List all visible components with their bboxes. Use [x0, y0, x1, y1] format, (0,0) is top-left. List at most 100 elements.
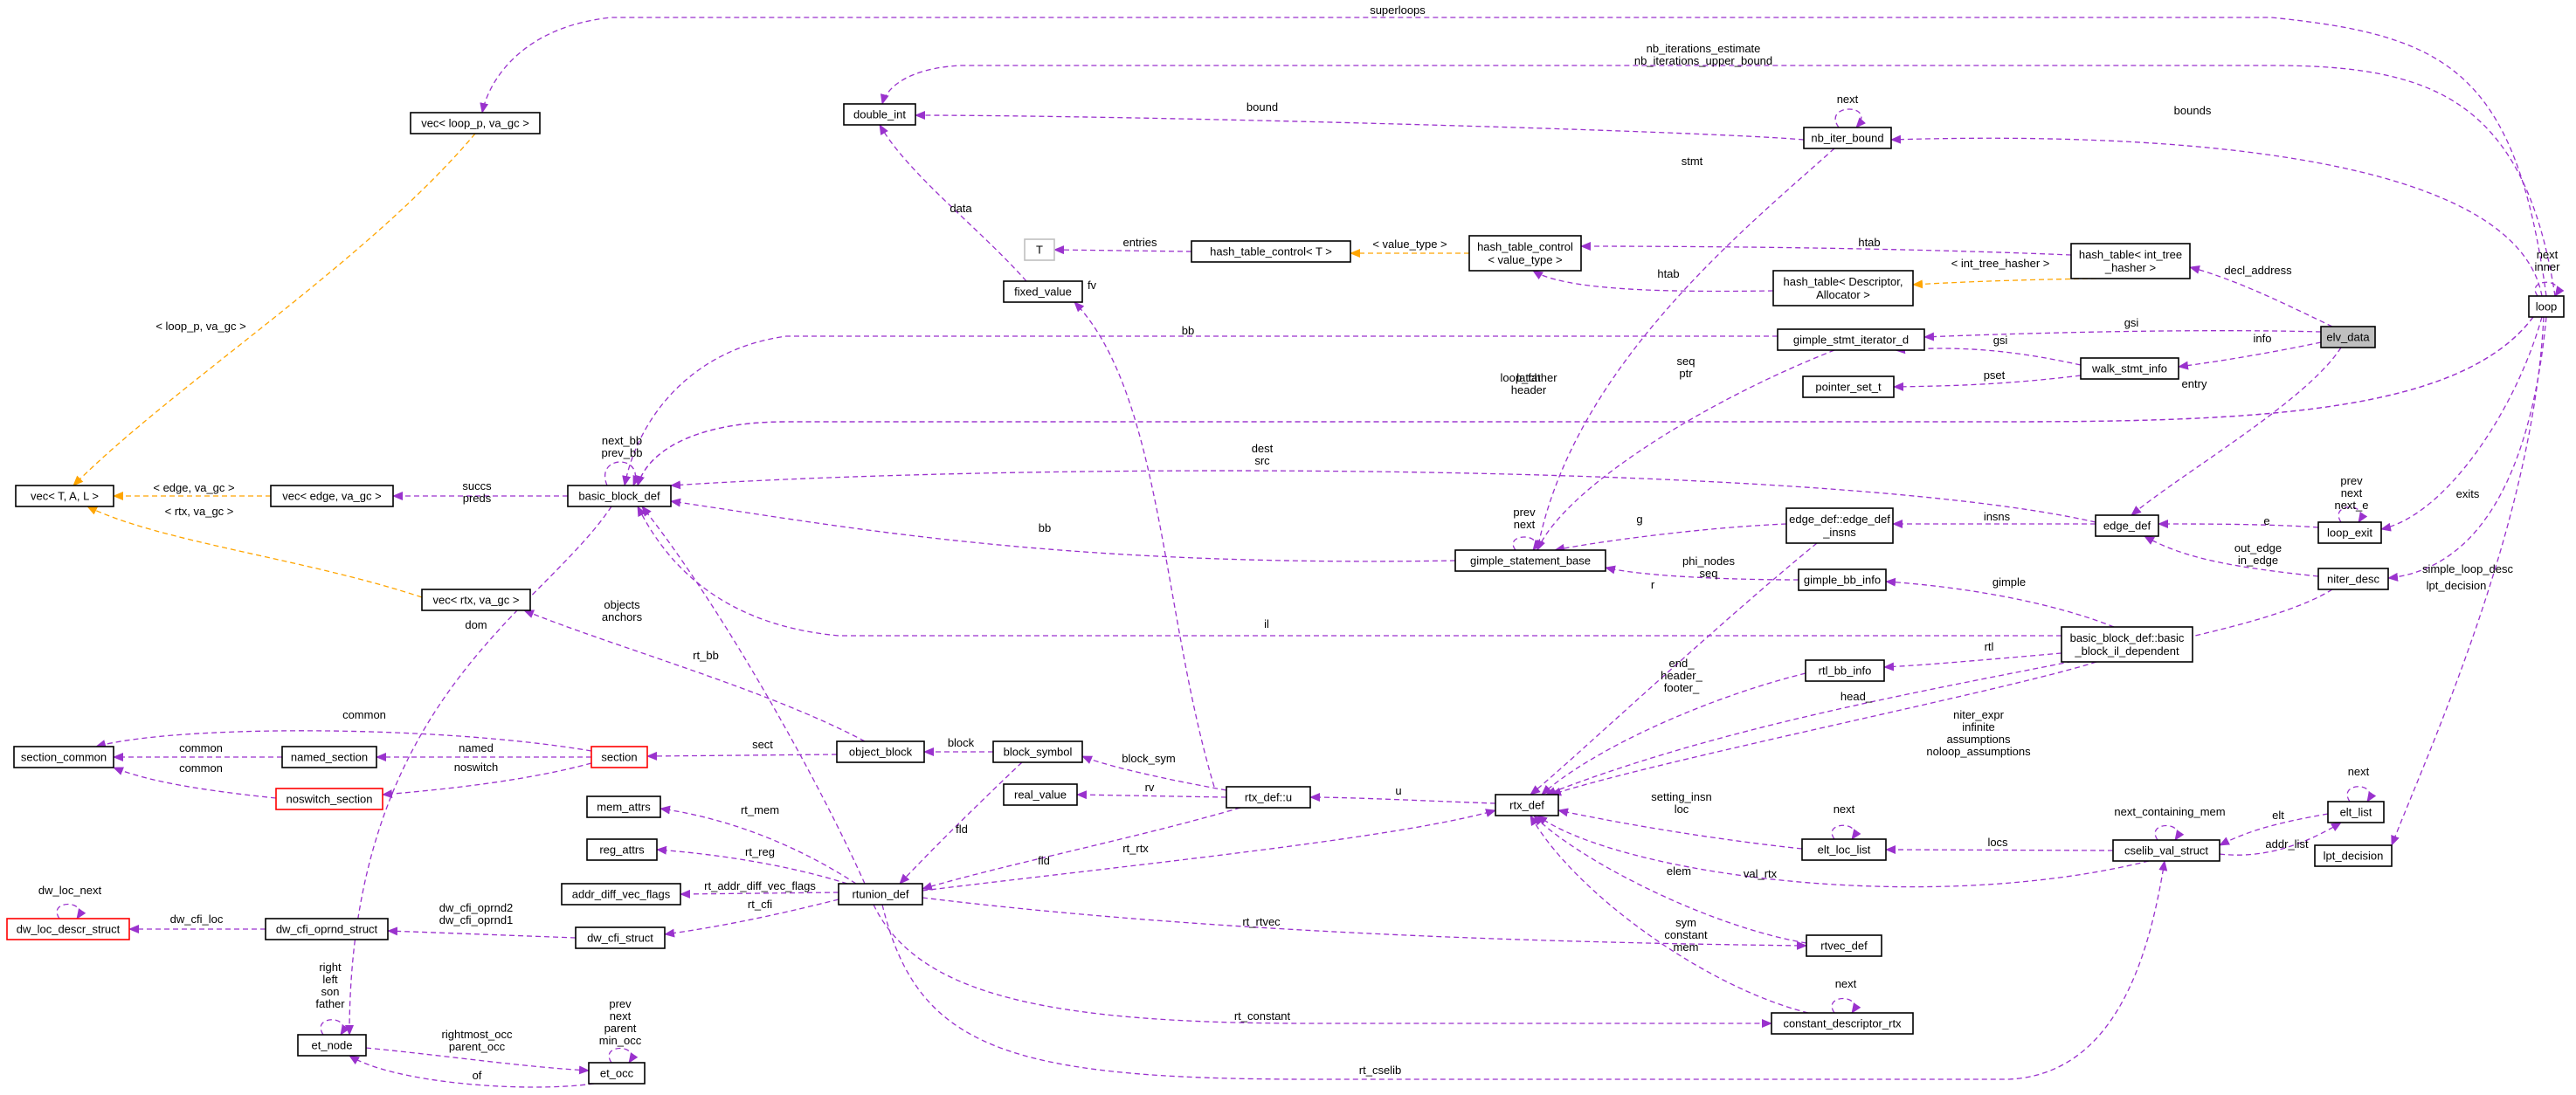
- node-T[interactable]: T: [1024, 238, 1055, 261]
- node-rtvec-def[interactable]: rtvec_def: [1806, 934, 1882, 957]
- edge-htc_vt-to-htc_T: < value_type >: [1350, 238, 1469, 258]
- node-object-block[interactable]: object_block: [836, 740, 925, 763]
- edge-line: [1554, 523, 1787, 553]
- node-noswitch-section[interactable]: noswitch_section: [275, 788, 383, 810]
- node-section[interactable]: section: [590, 746, 648, 768]
- edge-line: [2346, 786, 2377, 802]
- edge-ht_int_tree-to-ht_descriptor: < int_tree_hasher >: [1912, 257, 2097, 289]
- edge-label-line: common: [179, 741, 223, 754]
- edge-label: common: [179, 761, 223, 775]
- node-vec-tal[interactable]: vec< T, A, L >: [15, 485, 114, 507]
- node-box: [281, 746, 377, 768]
- edge-label: locs: [1987, 836, 2008, 849]
- edge-label-line: succs: [462, 479, 492, 492]
- node-htc-T[interactable]: hash_table_control< T >: [1191, 240, 1351, 263]
- node-edge-def[interactable]: edge_def: [2095, 514, 2159, 537]
- node-superloops-vec[interactable]: vec< loop_p, va_gc >: [410, 112, 541, 134]
- node-fixed-value[interactable]: fixed_value: [1003, 280, 1083, 303]
- node-box: [265, 918, 389, 940]
- node-walk-stmt-info[interactable]: walk_stmt_info: [2080, 357, 2179, 380]
- node-elt-list[interactable]: elt_list: [2327, 801, 2385, 823]
- edge-label-line: niter_expr: [1953, 708, 2004, 721]
- node-bbd-il[interactable]: basic_block_def::basic_block_il_dependen…: [2061, 626, 2193, 663]
- edge-label: rt_constant: [1234, 1009, 1291, 1023]
- node-edge-def-insns[interactable]: edge_def::edge_def_insns: [1785, 507, 1894, 544]
- edge-label-line: rt_rtx: [1122, 842, 1149, 855]
- node-loop[interactable]: loop: [2528, 295, 2565, 318]
- node-dw-cfi-struct[interactable]: dw_cfi_struct: [575, 926, 666, 949]
- node-et-occ[interactable]: et_occ: [588, 1062, 646, 1085]
- edge-label: end_header_footer_: [1661, 657, 1702, 694]
- node-label: < value_type >: [1488, 253, 1562, 266]
- node-nb-iter-bound[interactable]: nb_iter_bound: [1803, 127, 1892, 149]
- edge-label: rt_mem: [741, 803, 779, 816]
- edge-line: [881, 860, 2168, 1080]
- node-real-value[interactable]: real_value: [1003, 783, 1078, 806]
- edge-label: dw_cfi_loc: [170, 912, 224, 926]
- node-label: real_value: [1014, 789, 1067, 802]
- node-mem-attrs[interactable]: mem_attrs: [586, 795, 661, 818]
- node-htc-vt[interactable]: hash_table_control< value_type >: [1468, 235, 1582, 272]
- node-addr-diff-vec-flags[interactable]: addr_diff_vec_flags: [561, 883, 681, 906]
- node-box: [1806, 934, 1882, 957]
- node-lpt-decision[interactable]: lpt_decision: [2314, 844, 2393, 867]
- edge-rtunion_def-to-dw_cfi_struct: rt_cfi: [664, 898, 839, 938]
- edge-label: rt_rtx: [1122, 842, 1149, 855]
- node-rtx-def[interactable]: rtx_def: [1495, 794, 1559, 816]
- node-dw-cfi-oprnd-struct[interactable]: dw_cfi_oprnd_struct: [265, 918, 389, 940]
- node-constant-descriptor-rtx[interactable]: constant_descriptor_rtx: [1771, 1012, 1914, 1035]
- node-rtunion-def[interactable]: rtunion_def: [838, 883, 923, 906]
- node-dw-loc-descr-struct[interactable]: dw_loc_descr_struct: [6, 918, 130, 940]
- node-elt-loc-list[interactable]: elt_loc_list: [1801, 838, 1887, 861]
- node-gsi-d[interactable]: gimple_stmt_iterator_d: [1777, 328, 1925, 351]
- edge-label-line: rightmost_occ: [442, 1028, 513, 1041]
- edge-label-line: sect: [752, 738, 773, 751]
- edge-line: [523, 609, 866, 742]
- edge-label: e: [2263, 514, 2269, 527]
- edge-line: [2387, 316, 2547, 582]
- node-rtx-def-u[interactable]: rtx_def::u: [1226, 786, 1311, 809]
- edge-label-line: dw_loc_next: [38, 884, 102, 897]
- node-label: vec< T, A, L >: [31, 490, 99, 503]
- edge-label: val_rtx: [1744, 867, 1778, 880]
- node-niter-desc[interactable]: niter_desc: [2317, 568, 2389, 590]
- edge-line: [1605, 565, 1799, 581]
- node-loop-exit[interactable]: loop_exit: [2317, 521, 2382, 544]
- edge-bbd_il-to-rtx_def: head_: [1550, 661, 2097, 796]
- node-gimple-bb-info[interactable]: gimple_bb_info: [1798, 568, 1887, 591]
- edge-label: next_containing_mem: [2114, 805, 2225, 818]
- node-section-common[interactable]: section_common: [13, 746, 114, 768]
- edge-elt_loc_list-to-elt_loc_list: next: [1831, 802, 1861, 840]
- node-block-symbol[interactable]: block_symbol: [992, 740, 1083, 763]
- node-cselib-val-struct[interactable]: cselib_val_struct: [2112, 839, 2220, 862]
- node-gimple-statement-base[interactable]: gimple_statement_base: [1454, 549, 1606, 572]
- node-vec-rtx[interactable]: vec< rtx, va_gc >: [421, 589, 531, 611]
- edge-label-line: prev: [609, 997, 632, 1010]
- edge-label-line: sym: [1675, 916, 1696, 929]
- edge-label-line: noloop_assumptions: [1926, 745, 2031, 758]
- node-rtl-bb-info[interactable]: rtl_bb_info: [1805, 659, 1885, 682]
- edge-label: noswitch: [454, 761, 499, 774]
- edge-label-line: superloops: [1370, 3, 1426, 17]
- node-box: [590, 746, 648, 768]
- edge-label-line: dom: [465, 618, 487, 631]
- node-double-int[interactable]: double_int: [843, 103, 916, 126]
- node-ht-int-tree[interactable]: hash_table< int_tree_hasher >: [2070, 243, 2191, 279]
- node-ht-descriptor[interactable]: hash_table< Descriptor,Allocator >: [1772, 270, 1914, 306]
- edge-bbd_il-to-rtl_bb_info: rtl: [1883, 640, 2062, 671]
- node-et-node[interactable]: et_node: [297, 1034, 367, 1057]
- node-elv-data[interactable]: elv_data: [2320, 326, 2376, 348]
- node-named-section[interactable]: named_section: [281, 746, 377, 768]
- edge-label-line: named: [459, 741, 494, 754]
- edge-cselib_val_struct-to-elt_list: addr_list: [2219, 822, 2342, 856]
- node-pointer-set-t[interactable]: pointer_set_t: [1802, 375, 1895, 398]
- node-reg-attrs[interactable]: reg_attrs: [586, 838, 658, 861]
- node-basic-block-def[interactable]: basic_block_def: [567, 485, 672, 507]
- node-vec-edge[interactable]: vec< edge, va_gc >: [270, 485, 394, 507]
